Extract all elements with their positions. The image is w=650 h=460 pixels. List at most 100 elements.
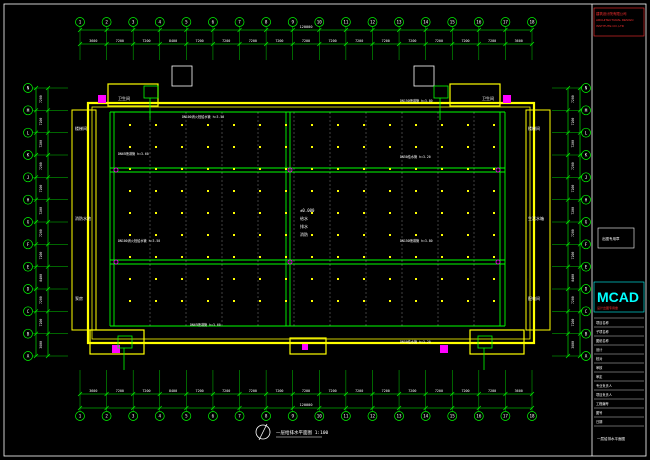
axis-label: H	[27, 197, 30, 202]
axis-label: 16	[476, 414, 482, 419]
dimension-text: 3600	[39, 341, 43, 349]
axis-label: E	[585, 264, 588, 269]
sprinkler-head	[493, 234, 495, 236]
total-dimension: 120000	[300, 403, 313, 407]
dimension-text: 7200	[39, 252, 43, 260]
sprinkler-head	[207, 278, 209, 280]
sprinkler-head	[337, 190, 339, 192]
room-label: 泵房	[75, 295, 83, 301]
sprinkler-head	[181, 190, 183, 192]
dimension-text: 7200	[249, 389, 257, 393]
axis-bubble	[23, 217, 33, 227]
dimension-text: 7200	[571, 118, 575, 126]
company-header	[593, 7, 645, 37]
sprinkler-head	[363, 124, 365, 126]
dimension-text: 7200	[571, 252, 575, 260]
axis-bubble	[447, 411, 458, 421]
dimension-text: 7200	[196, 389, 204, 393]
pipe-network	[109, 85, 506, 370]
sprinkler-head	[259, 168, 261, 170]
hydrant-icon	[113, 259, 119, 265]
sprinkler-head	[129, 256, 131, 258]
sprinkler-head	[493, 300, 495, 302]
sprinkler-head	[467, 190, 469, 192]
sprinkler-head	[415, 190, 417, 192]
logo-frame	[593, 281, 645, 313]
axis-label: G	[27, 220, 30, 225]
axis-bubble	[261, 17, 271, 27]
axis-label: L	[27, 130, 30, 135]
sprinkler-head	[207, 300, 209, 302]
sprinkler-head	[363, 190, 365, 192]
sprinkler-head	[155, 146, 157, 148]
sprinkler-head	[259, 300, 261, 302]
axis-label: 16	[476, 20, 482, 25]
axis-label: 12	[370, 414, 376, 419]
sprinkler-head	[389, 212, 391, 214]
sprinkler-head	[493, 146, 495, 148]
axis-label: 2	[105, 20, 108, 25]
dimension-text: 8400	[39, 274, 43, 282]
title-block-field: 项目负责人	[596, 392, 613, 397]
core-bottom-left	[89, 329, 145, 355]
sprinkler-head	[441, 234, 443, 236]
sprinkler-head	[415, 256, 417, 258]
axis-label: F	[585, 242, 588, 247]
axis-bubble	[23, 239, 33, 250]
pipe-label: DN65喷淋管 h=3.60	[118, 151, 149, 156]
hydrant-icon	[495, 259, 501, 265]
sprinkler-head	[441, 278, 443, 280]
sprinkler-head	[155, 190, 157, 192]
axis-bubble	[473, 17, 484, 27]
axis-bubble	[287, 17, 298, 27]
dimension-text: 7200	[329, 389, 337, 393]
sprinkler-head	[259, 234, 261, 236]
axis-bubble	[473, 411, 484, 421]
sprinkler-head	[259, 190, 261, 192]
title-block-field: 设计	[596, 347, 603, 352]
annotations: 卫生间 卫生间 楼梯间 楼梯间 消防水池 生活水箱 泵房 配电间 ±0.000 …	[75, 95, 544, 344]
sprinkler-head	[129, 300, 131, 302]
sprinkler-head	[181, 300, 183, 302]
fixture-magenta	[440, 345, 448, 353]
sprinkler-head	[311, 168, 313, 170]
sprinkler-head	[467, 146, 469, 148]
sprinkler-head	[441, 212, 443, 214]
pipe-label: DN100消火栓给水管 h=3.50	[118, 238, 160, 243]
sprinkler-head	[259, 124, 261, 126]
dimension-text: 7200	[435, 39, 443, 43]
axis-bubble	[527, 411, 537, 421]
pipe-label: DN150喷淋管 h=3.80	[400, 98, 433, 103]
axis-label: 17	[503, 414, 509, 419]
dimension-text: 7200	[39, 296, 43, 304]
sprinkler-head	[129, 234, 131, 236]
pipe-label: DN150喷淋管 h=3.80	[400, 238, 433, 243]
axis-bubble	[261, 411, 271, 421]
dimension-text: 8400	[169, 389, 177, 393]
dimension-text: 7200	[275, 39, 283, 43]
sprinkler-head	[181, 212, 183, 214]
plan-title: 一层给排水平面图 1:100	[276, 429, 329, 436]
dimension-text: 7200	[488, 389, 496, 393]
stamp-text: 出图专用章	[602, 236, 620, 241]
axis-label: 13	[397, 414, 403, 419]
dimension-text: 8400	[571, 274, 575, 282]
sprinkler-head	[363, 212, 365, 214]
dimension-text: 7200	[116, 39, 124, 43]
axis-bubble	[394, 17, 404, 27]
axis-label: C	[585, 309, 588, 314]
sprinkler-head	[311, 234, 313, 236]
sprinkler-head	[389, 300, 391, 302]
sprinkler-head	[233, 256, 235, 258]
sprinkler-head	[441, 124, 443, 126]
sprinkler-head	[415, 168, 417, 170]
dimension-text: 7200	[275, 389, 283, 393]
hydrant-icon	[287, 259, 293, 265]
axis-label: 9	[291, 20, 294, 25]
dimension-text: 7200	[116, 389, 124, 393]
dimension-text: 7200	[571, 319, 575, 327]
dimension-text: 7200	[571, 207, 575, 215]
dimension-text: 7200	[571, 95, 575, 103]
dimension-text: 3600	[515, 389, 523, 393]
axis-grid: 1122334455667788991010111112121313141415…	[23, 17, 591, 421]
